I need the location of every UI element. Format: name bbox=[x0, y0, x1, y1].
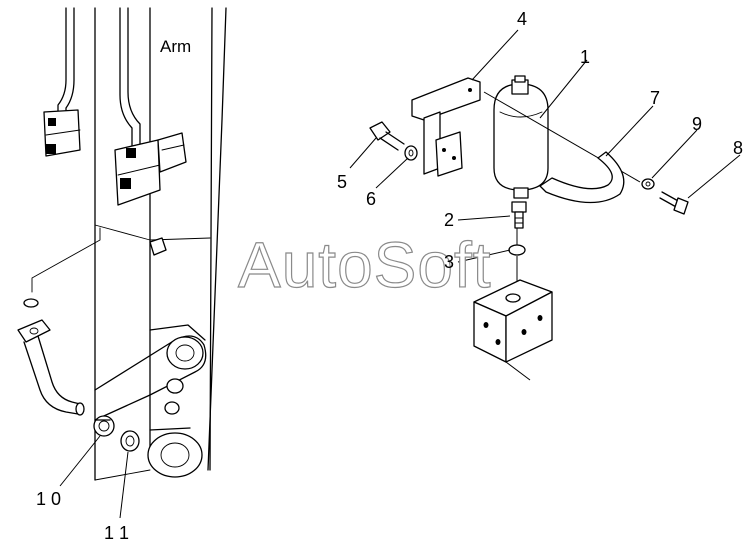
callout-labels: 1 2 3 4 5 6 7 8 9 1 0 1 1 bbox=[36, 9, 743, 543]
callout-4: 4 bbox=[517, 9, 527, 29]
callout-10: 1 0 bbox=[36, 489, 61, 509]
part-2-fitting bbox=[511, 201, 527, 229]
valve-block bbox=[473, 279, 553, 381]
arm-structure bbox=[23, 7, 227, 481]
part-7-band bbox=[483, 91, 641, 204]
part-4-bracket bbox=[411, 77, 481, 177]
part-5-bolt bbox=[369, 121, 405, 151]
region-label: Arm bbox=[160, 37, 191, 56]
part-6-washer bbox=[404, 145, 418, 161]
part-1-accumulator bbox=[493, 75, 549, 199]
callout-3: 3 bbox=[444, 252, 454, 272]
callout-1: 1 bbox=[580, 47, 590, 67]
leader-lines bbox=[59, 29, 741, 519]
part-11-nut bbox=[120, 430, 140, 452]
callout-11: 1 1 bbox=[104, 523, 129, 543]
part-10-adapter bbox=[93, 415, 115, 437]
part-9-washer bbox=[641, 178, 655, 190]
callout-6: 6 bbox=[366, 189, 376, 209]
callout-8: 8 bbox=[733, 138, 743, 158]
part-8-bolt bbox=[659, 191, 689, 215]
watermark-text: AutoSoft bbox=[238, 229, 492, 301]
callout-2: 2 bbox=[444, 210, 454, 230]
callout-7: 7 bbox=[650, 88, 660, 108]
callout-9: 9 bbox=[692, 114, 702, 134]
callout-5: 5 bbox=[337, 172, 347, 192]
hose-fitting bbox=[17, 319, 85, 416]
